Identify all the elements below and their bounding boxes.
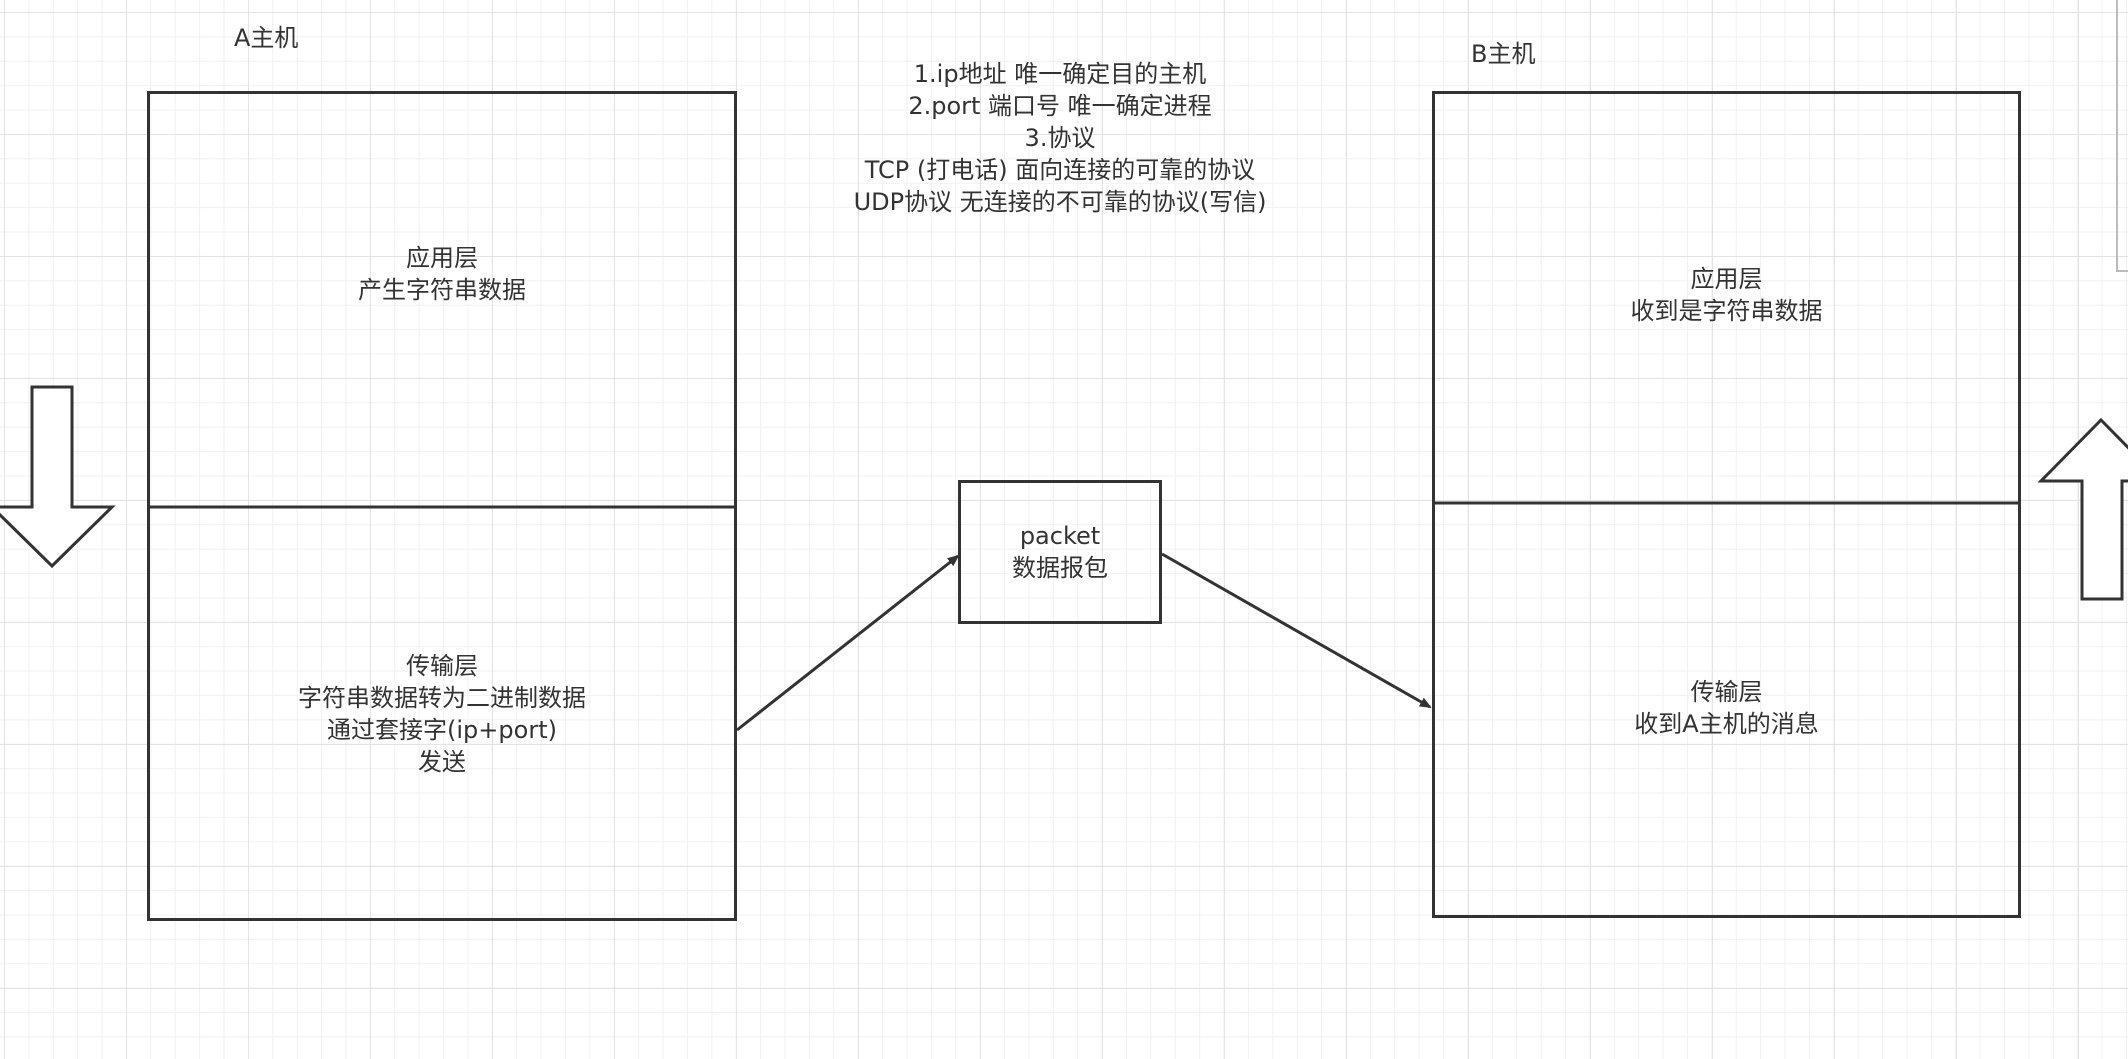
packet-desc: 数据报包 [1012,554,1108,582]
up-arrow-icon [2037,417,2128,601]
host-b-app-layer: 应用层 收到是字符串数据 [1432,91,2021,502]
host-b-transport-layer-desc: 收到A主机的消息 [1634,709,1819,738]
host-b-app-layer-desc: 收到是字符串数据 [1630,297,1823,325]
host-b-app-layer-name: 应用层 [1690,265,1763,293]
down-arrow-icon [0,385,116,569]
host-a-transport-layer: 传输层 字符串数据转为二进制数据 通过套接字(ip+port) 发送 [147,507,737,920]
host-a-app-layer: 应用层 产生字符串数据 [147,91,737,506]
host-a-app-layer-desc: 产生字符串数据 [358,275,526,304]
note-udp: UDP协议 无连接的不可靠的协议(写信) [853,188,1267,216]
host-a-transport-layer-desc-2: 通过套接字(ip+port) [327,716,557,744]
host-b-title: B主机 [1471,40,1536,68]
host-b-transport-layer-name: 传输层 [1690,677,1763,706]
host-a-box [147,91,737,921]
host-a-app-layer-name: 应用层 [406,243,478,272]
note-protocol: 3.协议 [1024,124,1096,152]
arrow-a-to-packet [736,554,960,732]
host-a-transport-layer-desc-3: 发送 [418,748,466,776]
host-a-title: A主机 [234,24,299,52]
note-port: 2.port 端口号 唯一确定进程 [908,92,1212,120]
note-tcp: TCP (打电话) 面向连接的可靠的协议 [864,156,1256,184]
host-b-box [1432,91,2021,918]
note-ip: 1.ip地址 唯一确定目的主机 [913,60,1207,88]
arrow-packet-to-b [1161,552,1432,709]
host-a-transport-layer-name: 传输层 [406,652,478,680]
host-a-transport-layer-desc-1: 字符串数据转为二进制数据 [298,684,586,712]
host-b-transport-layer: 传输层 收到A主机的消息 [1432,503,2021,917]
protocol-notes: 1.ip地址 唯一确定目的主机 2.port 端口号 唯一确定进程 3.协议 T… [760,58,1360,218]
packet-label: packet 数据报包 [958,480,1162,624]
packet-box [958,480,1162,624]
packet-name: packet [1019,522,1101,550]
